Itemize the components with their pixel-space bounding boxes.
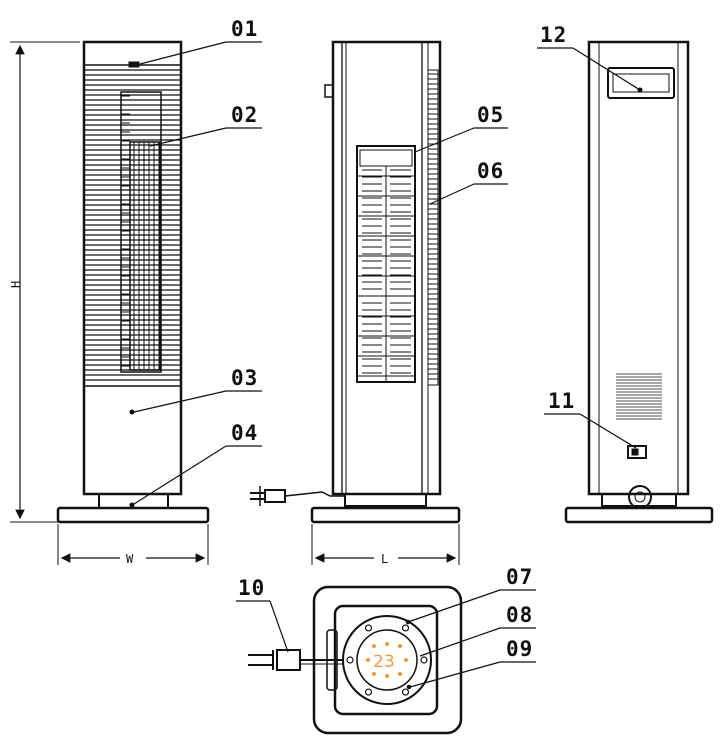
side-neck — [344, 494, 427, 507]
rear-vent — [616, 373, 662, 420]
side-cord-plug — [250, 486, 345, 506]
callout-06: 06 — [477, 159, 504, 183]
length-label: L — [381, 552, 388, 566]
bottom-view — [248, 585, 463, 735]
front-view — [10, 40, 210, 565]
rear-cord-exit — [628, 485, 652, 509]
callout-02: 02 — [231, 103, 258, 127]
body-dot-03 — [129, 409, 135, 415]
leader-lines — [133, 41, 641, 688]
front-heating-element — [121, 95, 160, 370]
side-view — [250, 40, 461, 565]
rear-base — [564, 506, 714, 524]
display-value: 23 — [373, 652, 395, 672]
callout-03: 03 — [231, 366, 258, 390]
callout-10: 10 — [238, 576, 265, 600]
callout-12: 12 — [540, 23, 567, 47]
callout-04: 04 — [231, 421, 258, 445]
callout-08: 08 — [506, 603, 533, 627]
control-buttons — [346, 624, 428, 696]
callout-11: 11 — [548, 389, 575, 413]
front-grille — [84, 69, 181, 381]
power-switch — [627, 445, 647, 459]
side-knob — [324, 84, 334, 98]
rear-view — [564, 40, 714, 524]
callout-07: 07 — [506, 565, 533, 589]
control-dial — [356, 629, 418, 691]
height-label: H — [9, 281, 23, 288]
callout-01: 01 — [231, 17, 258, 41]
rear-body — [587, 40, 690, 496]
side-base — [310, 506, 461, 524]
callout-05: 05 — [477, 103, 504, 127]
rear-neck — [601, 494, 677, 507]
height-dimension — [10, 41, 80, 523]
front-base — [56, 506, 210, 524]
side-body — [331, 40, 442, 496]
callout-09: 09 — [506, 637, 533, 661]
width-label: W — [126, 552, 134, 566]
bottom-cord-plug — [248, 649, 343, 671]
side-panel-grid — [357, 166, 415, 382]
temperature-display: 23 — [366, 642, 408, 678]
sensor-01 — [128, 61, 140, 68]
rear-handle — [607, 67, 675, 99]
side-fins — [428, 73, 438, 380]
